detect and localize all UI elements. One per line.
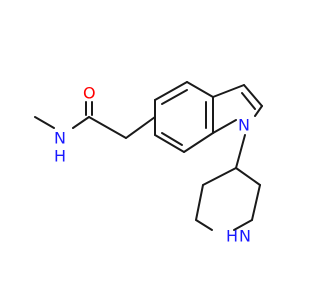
bond-c4-c3a [186, 81, 214, 98]
bond-inner-c3-c2 [241, 92, 256, 110]
piperidine-nitrogen-label: N [239, 227, 251, 246]
bond-inner-c7-c6 [161, 132, 183, 146]
bond-pip-n-c6 [195, 219, 213, 231]
molecule-structure: O N H N N H [34, 81, 263, 246]
amide-hydrogen-label: H [54, 147, 66, 166]
bond-carbonyl-ch2 [88, 116, 127, 139]
bond-c2-n1 [254, 105, 263, 117]
bond-c7-c6 [154, 134, 185, 153]
bond-pip-c4-c3 [235, 167, 261, 186]
bond-n-carbonyl [72, 116, 90, 129]
bond-pip-c3-c2 [251, 184, 261, 221]
indole-nitrogen-label: N [238, 116, 250, 135]
bond-c3-c2 [243, 84, 263, 107]
bond-pip-c2-n [233, 219, 253, 231]
carbonyl-oxygen-label: O [83, 84, 96, 103]
amide-nitrogen-label: N [54, 129, 66, 148]
bond-inner-c5-c4 [161, 89, 188, 105]
bond-c7a-c7 [183, 132, 214, 153]
bond-pip-c6-c5 [195, 184, 204, 221]
bond-n1-piperidine [235, 134, 246, 169]
bond-pip-c5-c4 [202, 167, 237, 186]
bond-c5-c4 [154, 81, 188, 101]
bond-methyl-n [34, 116, 55, 129]
bond-c3a-c3 [212, 84, 245, 98]
bond-n1-c7a [212, 119, 237, 134]
bond-ch2-ring [125, 116, 156, 139]
piperidine-hydrogen-label: H [226, 227, 238, 246]
